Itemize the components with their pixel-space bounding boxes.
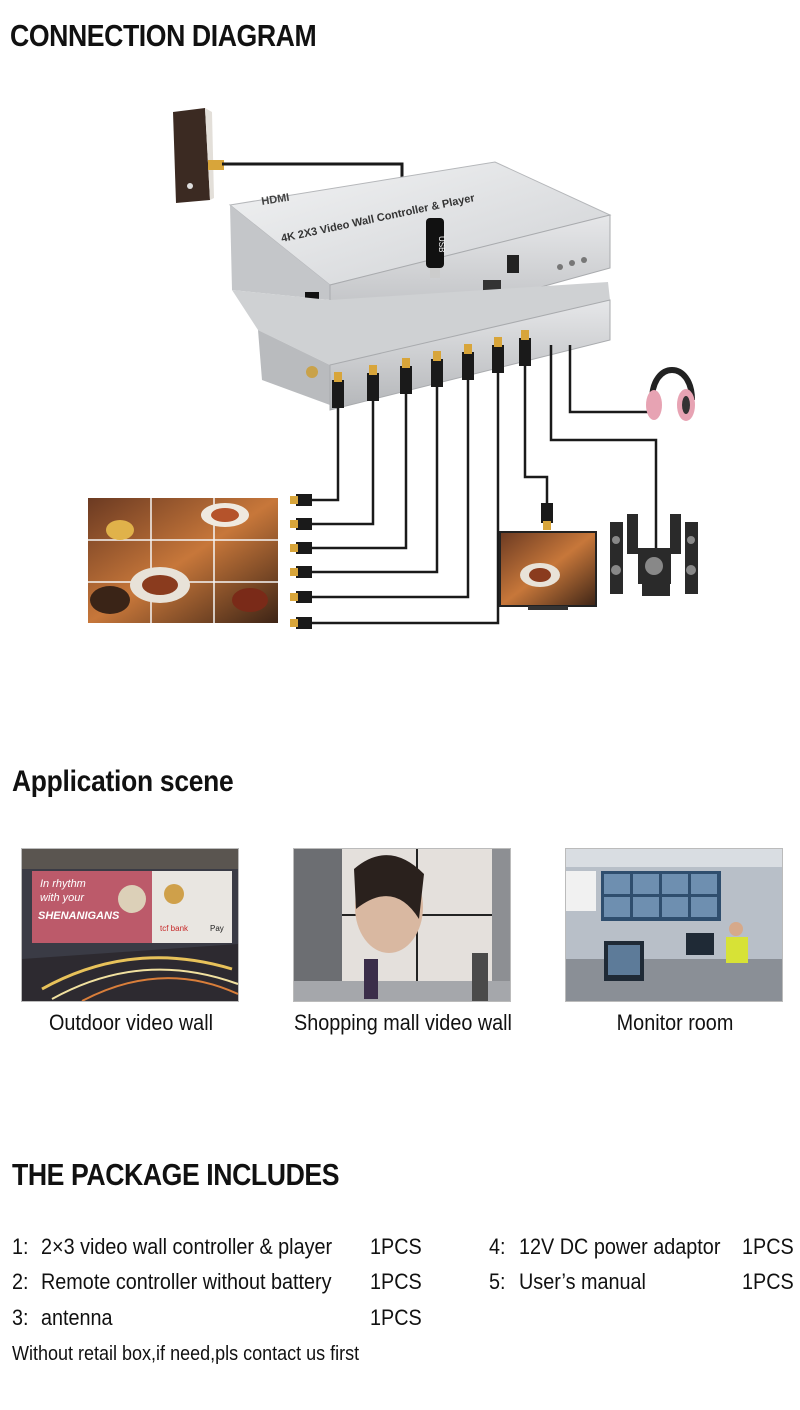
package-item-number: 1: — [12, 1234, 29, 1259]
video-wall-display — [88, 498, 278, 623]
connection-diagram-title: CONNECTION DIAGRAM — [10, 18, 317, 53]
package-item-name: 12V DC power adaptor — [519, 1234, 721, 1259]
scene-caption: Outdoor video wall — [49, 1010, 213, 1035]
application-scene-title: Application scene — [12, 765, 234, 798]
package-item-number: 4: — [489, 1234, 506, 1259]
speaker-system — [610, 514, 698, 596]
package-item-qty: 1PCS — [370, 1234, 422, 1259]
headphones — [646, 367, 695, 421]
sign-text: with your — [40, 892, 85, 904]
outdoor-video-wall-photo: In rhythm with your SHENANIGANS tcf bank… — [21, 848, 239, 1002]
package-item-name: Remote controller without battery — [41, 1269, 332, 1294]
scene-monitor-room: Monitor room — [565, 848, 783, 1035]
device-brand: HDMI — [261, 192, 291, 208]
single-tv — [499, 531, 597, 610]
package-item-number: 3: — [12, 1305, 29, 1330]
monitor-room-photo — [565, 848, 783, 1002]
scene-shopping-mall: Shopping mall video wall — [293, 848, 512, 1035]
sign-text: Pay — [210, 924, 224, 933]
sign-text: tcf bank — [160, 924, 189, 933]
package-item-name: antenna — [41, 1305, 113, 1330]
usb-label: USB — [437, 236, 446, 252]
scene-outdoor: In rhythm with your SHENANIGANS tcf bank… — [21, 848, 239, 1035]
package-item-number: 2: — [12, 1269, 29, 1294]
scene-caption: Shopping mall video wall — [294, 1010, 512, 1035]
package-item-qty: 1PCS — [742, 1234, 794, 1259]
package-includes-title: THE PACKAGE INCLUDES — [12, 1157, 340, 1192]
shopping-mall-video-wall-photo — [293, 848, 511, 1002]
controller-device: HDMI 4K 2X3 Video Wall Controller & Play… — [228, 161, 612, 411]
output-cables — [290, 330, 658, 629]
scene-caption: Monitor room — [616, 1010, 734, 1035]
sign-text: In rhythm — [40, 878, 86, 890]
package-item-qty: 1PCS — [742, 1269, 794, 1294]
package-item-qty: 1PCS — [370, 1305, 422, 1330]
package-note: Without retail box,if need,pls contact u… — [12, 1343, 360, 1365]
package-item-number: 5: — [489, 1269, 506, 1294]
package-item-name: 2×3 video wall controller & player — [41, 1234, 333, 1259]
source-player — [173, 108, 224, 203]
package-item-qty: 1PCS — [370, 1269, 422, 1294]
connection-diagram: HDMI 4K 2X3 Video Wall Controller & Play… — [88, 108, 698, 629]
package-item-name: User’s manual — [519, 1269, 646, 1294]
sign-text: SHENANIGANS — [38, 910, 120, 922]
